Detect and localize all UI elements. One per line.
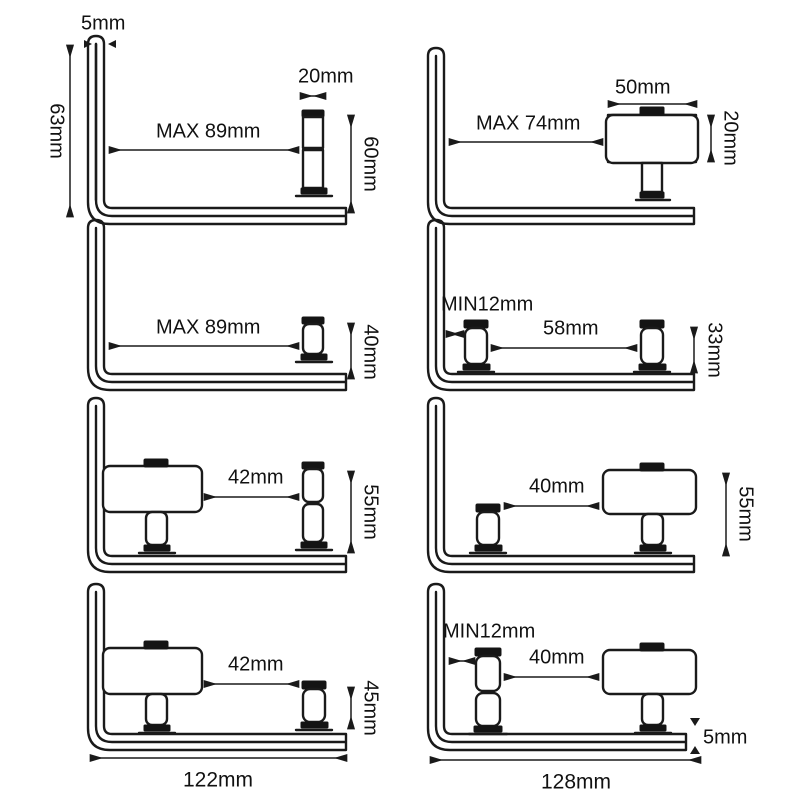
label-roller-height-40mm: 40mm [360,324,382,380]
dim-gap-58mm: 58mm [490,317,638,353]
dim-roller-height-40mm: 40mm [346,322,382,380]
roller-single-barrel-left [456,319,496,374]
label-roller-width-20mm: 20mm [298,65,354,87]
dim-roller-height-45mm: 45mm [346,680,382,736]
dim-overall-width-128mm: 128mm [429,755,702,794]
label-min-edge-12mm: MIN12mm [441,293,533,315]
roller-wide-pad-left [101,458,204,555]
dim-roller-height-55mm: 55mm [721,472,757,557]
dim-roller-height-55mm: 55mm [346,470,382,554]
l-bracket-outline [86,396,348,574]
dim-pad-width-50mm: 50mm [607,76,698,109]
roller-wide-pad-right [601,642,698,735]
panel-row2-right: MIN12mm 58mm 33mm [426,218,726,392]
label-height-63mm: 63mm [46,103,68,159]
label-thickness-5mm: 5mm [81,12,125,34]
dim-gap-42mm: 42mm [203,653,300,689]
l-bracket-outline [426,218,696,392]
dim-overall-width-122mm: 122mm [89,753,348,792]
label-plate-thickness-5mm: 5mm [703,726,747,748]
dim-span-max89mm: MAX 89mm [108,120,300,155]
roller-wide-pad [604,106,700,202]
roller-double-barrel [294,109,334,198]
l-bracket-outline [426,46,696,226]
label-gap-40mm: 40mm [529,646,585,668]
label-gap-42mm: 42mm [228,466,284,488]
l-bracket-outline [426,396,696,574]
dim-roller-height-33mm: 33mm [689,322,726,378]
dim-plate-thickness-5mm: 5mm [690,718,747,754]
l-bracket-outline [86,582,348,752]
label-gap-58mm: 58mm [543,317,599,339]
l-bracket-outline [86,218,348,392]
roller-double-barrel-left [467,647,509,736]
panel-row2-left: MAX 89mm 40mm [86,218,382,392]
panel-row1-right: 50mm MAX 74mm 20mm [426,46,742,226]
dim-span-max74mm: MAX 74mm [448,112,604,147]
panel-row4-right: MIN12mm 40mm 5mm 128mm [426,582,747,794]
panel-row3-left: 42mm 55mm [86,396,382,574]
dim-height-63mm: 63mm [46,44,75,218]
label-span-max74mm: MAX 74mm [476,112,580,134]
label-min-edge-12mm: MIN12mm [443,620,535,642]
dim-min-edge-12mm: MIN12mm [441,293,533,339]
roller-single-barrel [294,316,334,364]
roller-single-barrel-right [632,319,672,374]
label-overall-width-128mm: 128mm [541,771,611,794]
roller-wide-pad-left [101,640,204,735]
roller-single-barrel-left [468,503,508,555]
label-roller-height-55mm: 55mm [360,484,382,540]
label-pad-width-50mm: 50mm [615,76,671,98]
label-gap-42mm: 42mm [228,653,284,675]
roller-wide-pad-right [601,462,698,555]
dim-roller-height-60mm: 60mm [346,114,382,214]
dim-gap-40mm: 40mm [503,475,600,511]
dim-span-max89mm: MAX 89mm [108,316,300,351]
label-span-max89mm: MAX 89mm [156,316,260,338]
label-roller-height-60mm: 60mm [360,136,382,192]
label-roller-height-33mm: 33mm [704,322,726,378]
roller-single-barrel-right [294,680,334,732]
dim-pad-height-20mm: 20mm [706,110,742,166]
l-bracket-outline [426,582,688,752]
dim-min-edge-12mm: MIN12mm [443,620,535,666]
dim-thickness-5mm: 5mm [81,12,125,48]
label-overall-width-122mm: 122mm [183,769,253,792]
label-pad-height-20mm: 20mm [720,110,742,166]
roller-double-barrel-right [294,461,334,552]
dim-gap-40mm: 40mm [503,646,600,682]
label-gap-40mm: 40mm [529,475,585,497]
label-span-max89mm: MAX 89mm [156,120,260,142]
dim-roller-width-20mm: 20mm [298,65,354,101]
dim-gap-42mm: 42mm [203,466,300,502]
panel-row4-left: 42mm 45mm 122mm [86,582,382,792]
label-roller-height-55mm: 55mm [735,486,757,542]
panel-row1-left: 5mm 63mm 20mm MAX 89mm 60mm [46,12,382,226]
panel-row3-right: 40mm 55mm [426,396,757,574]
label-roller-height-45mm: 45mm [360,680,382,736]
l-bracket-outline [86,34,348,226]
